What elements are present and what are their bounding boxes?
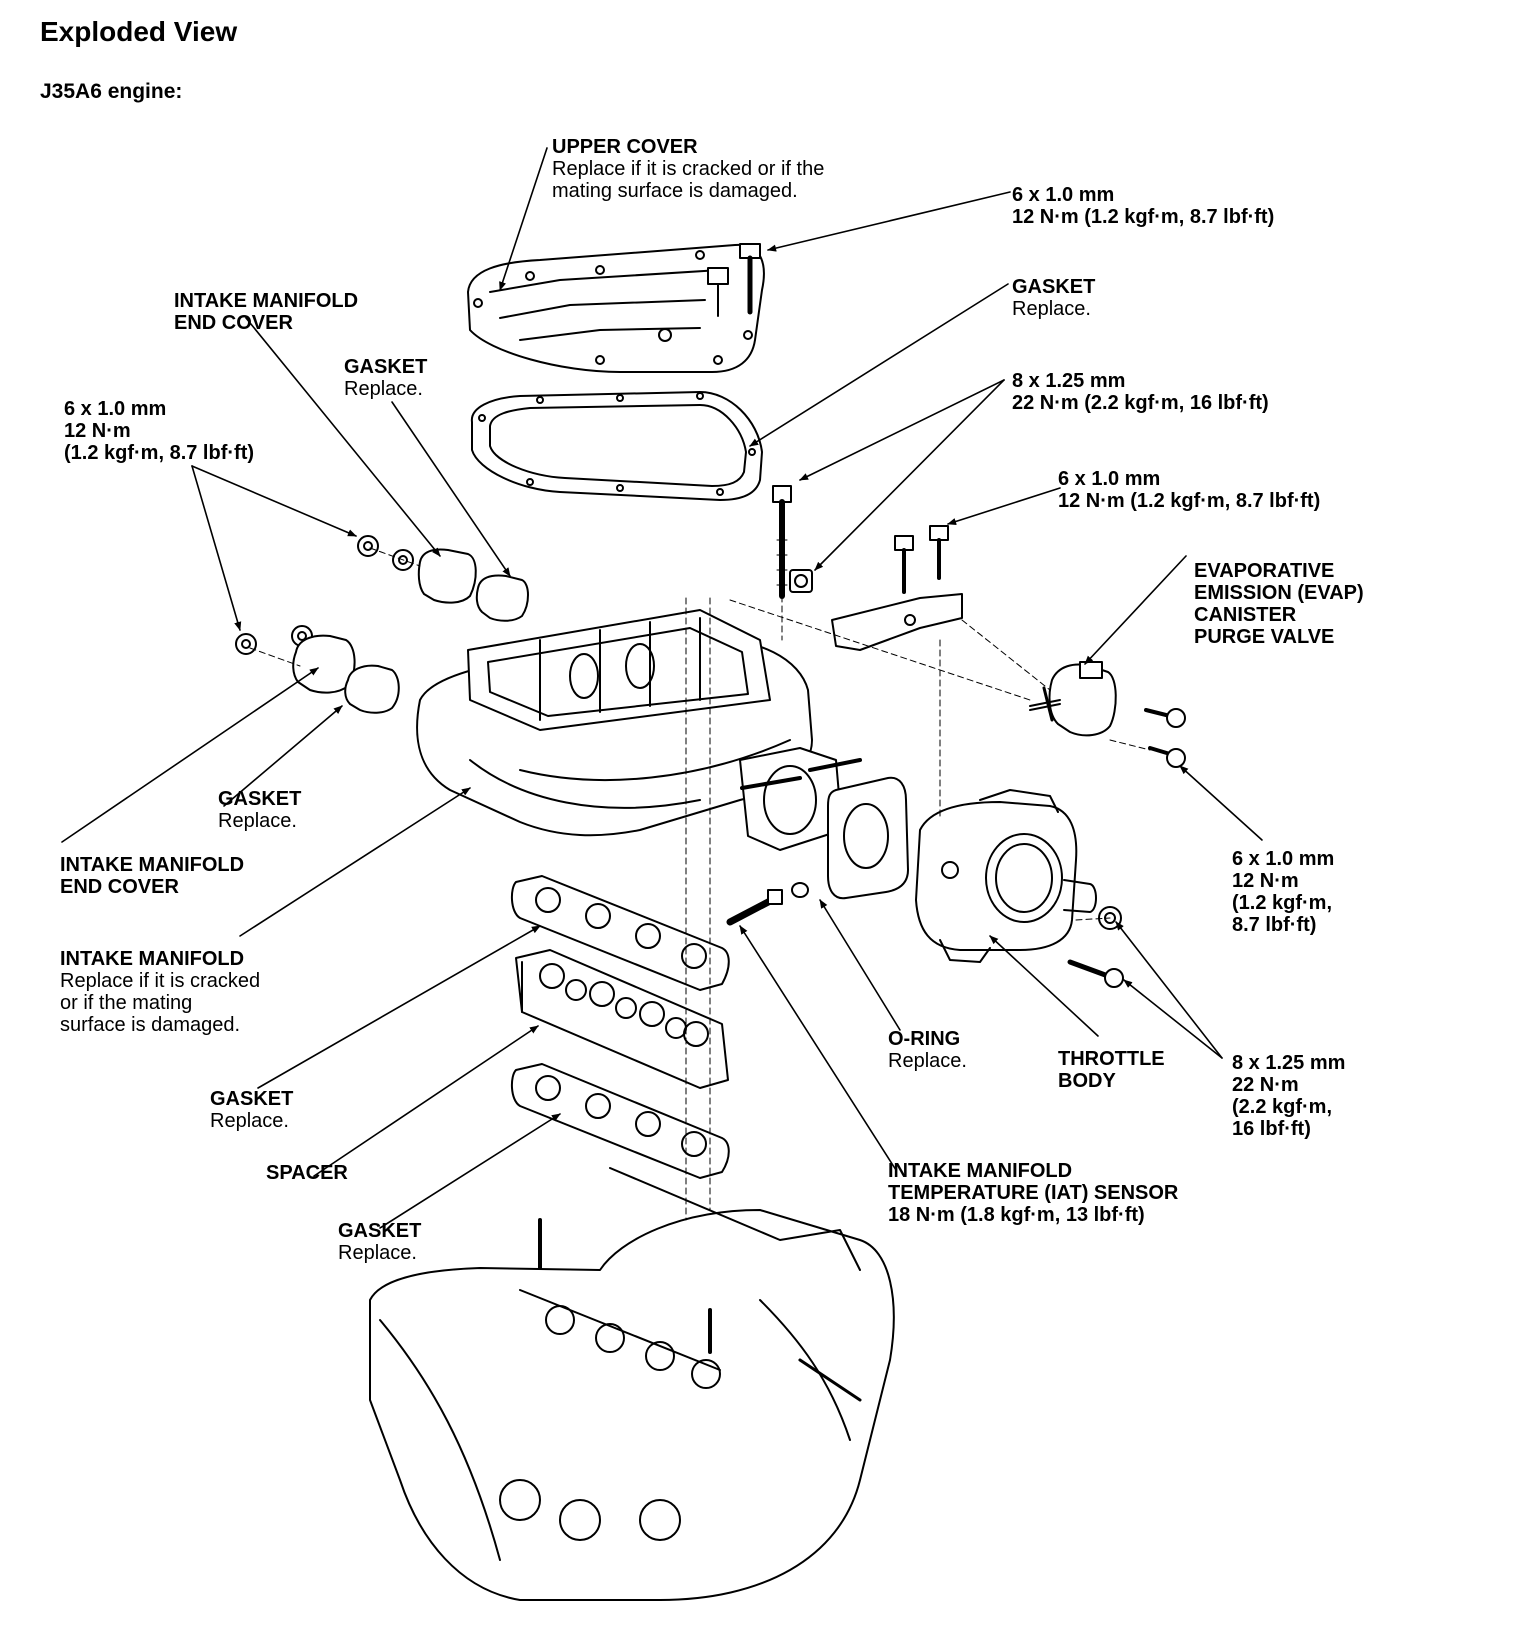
label-bolt-610-mid: 6 x 1.0 mm 12 N·m (1.2 kgf·m, 8.7 lbf·ft…	[1058, 468, 1321, 512]
manifold-flange	[740, 748, 860, 850]
label-evap-valve: EVAPORATIVE EMISSION (EVAP) CANISTER PUR…	[1194, 560, 1364, 648]
lower-gasket-1	[512, 876, 729, 990]
label-intake-manifold: INTAKE MANIFOLD Replace if it is cracked…	[60, 948, 261, 1036]
label-gasket-lower-1: GASKET Replace.	[210, 1088, 294, 1132]
leader-lines	[62, 148, 1262, 1228]
label-spacer: SPACER	[266, 1162, 348, 1184]
label-gasket-end-low: GASKET Replace.	[218, 788, 302, 832]
label-nuts-left: 6 x 1.0 mm 12 N·m (1.2 kgf·m, 8.7 lbf·ft…	[64, 398, 255, 464]
label-gasket-end-top: GASKET Replace.	[344, 356, 428, 400]
evap-valve-part	[1030, 662, 1185, 767]
bracket-assembly	[832, 526, 962, 650]
left-small-parts	[236, 536, 528, 713]
label-throttle-body: THROTTLE BODY	[1058, 1048, 1165, 1092]
upper-cover-bolts	[708, 244, 760, 316]
intake-manifold-part	[417, 610, 812, 835]
long-stud-bolt	[773, 486, 812, 596]
upper-cover-part	[468, 245, 764, 372]
throttle-body-part	[916, 790, 1096, 962]
upper-gasket-part	[472, 392, 762, 500]
throttle-fasteners	[1070, 907, 1123, 987]
label-o-ring: O-RING Replace.	[888, 1028, 967, 1072]
label-bolt-825-right: 8 x 1.25 mm 22 N·m (2.2 kgf·m, 16 lbf·ft…	[1232, 1052, 1346, 1140]
spacer-part	[516, 950, 728, 1088]
throttle-gasket-part	[828, 778, 908, 899]
page-title: Exploded View	[40, 16, 238, 47]
label-end-cover-top: INTAKE MANIFOLD END COVER	[174, 290, 359, 334]
label-gasket-lower-2: GASKET Replace.	[338, 1220, 422, 1264]
label-end-cover-low: INTAKE MANIFOLD END COVER	[60, 854, 245, 898]
label-bolt-825-top: 8 x 1.25 mm 22 N·m (2.2 kgf·m, 16 lbf·ft…	[1012, 370, 1269, 414]
label-bolt-610-right: 6 x 1.0 mm 12 N·m (1.2 kgf·m, 8.7 lbf·ft…	[1232, 848, 1335, 936]
label-bolt-top: 6 x 1.0 mm 12 N·m (1.2 kgf·m, 8.7 lbf·ft…	[1012, 184, 1275, 228]
iat-sensor-part	[730, 883, 808, 922]
lower-gasket-2	[512, 1064, 729, 1178]
alignment-lines	[250, 548, 1150, 1220]
engine-block	[370, 1168, 894, 1600]
label-upper-cover: UPPER COVER Replace if it is cracked or …	[552, 136, 825, 202]
label-iat-sensor: INTAKE MANIFOLD TEMPERATURE (IAT) SENSOR…	[888, 1160, 1179, 1226]
engine-subtitle: J35A6 engine:	[40, 80, 183, 103]
label-gasket-upper: GASKET Replace.	[1012, 276, 1096, 320]
